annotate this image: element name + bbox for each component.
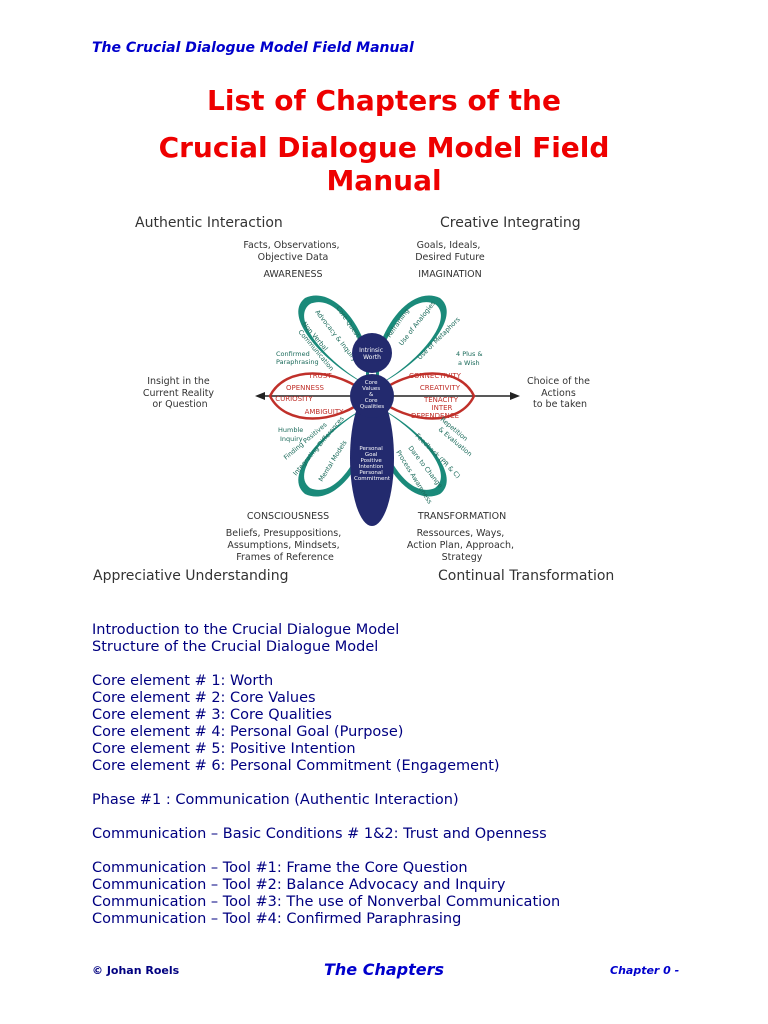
- core-worth: [352, 333, 392, 373]
- toc-item: Core element # 2: Core Values: [92, 690, 316, 706]
- label-transformation: TRANSFORMATION: [417, 511, 506, 522]
- tool-wish: a Wish: [458, 359, 480, 367]
- value-tenacity: TENACITY: [423, 396, 459, 404]
- core-body: [350, 390, 394, 526]
- tool-inquiry: Inquiry: [280, 435, 303, 443]
- title-line-2: Crucial Dialogue Model Field: [158, 131, 610, 164]
- value-ambiguity: AMBIGUITY: [305, 408, 345, 416]
- toc-item: Core element # 4: Personal Goal (Purpose…: [92, 724, 404, 740]
- value-trust: TRUST: [308, 372, 333, 380]
- value-connectivity: CONNECTIVITY: [409, 372, 462, 380]
- wing-bottom-right: [376, 406, 447, 497]
- toc-item: Core element # 6: Personal Commitment (E…: [92, 758, 500, 774]
- note-resources: Ressources, Ways, Action Plan, Approach,…: [407, 528, 517, 563]
- toc-item: Structure of the Crucial Dialogue Model: [92, 639, 379, 655]
- chapter-list: Introduction to the Crucial Dialogue Mod…: [92, 622, 560, 928]
- note-facts: Facts, Observations, Objective Data: [243, 240, 342, 263]
- note-insight: Insight in the Current Reality or Questi…: [143, 376, 217, 410]
- toc-spacer: [92, 656, 560, 673]
- toc-item: Communication – Tool #3: The use of Nonv…: [92, 894, 561, 910]
- value-inter: INTER: [432, 404, 453, 412]
- wing-top-right: [376, 295, 447, 386]
- toc-item: Communication – Tool #4: Confirmed Parap…: [92, 911, 462, 927]
- core-goal-label: Personal Goal Positive Intention Persona…: [354, 446, 391, 482]
- toc-item: Core element # 3: Core Qualities: [92, 707, 332, 723]
- axis-arrow-right: [510, 392, 520, 400]
- red-loop-left: [268, 372, 372, 420]
- label-awareness: AWARENESS: [263, 269, 322, 280]
- toc-item: Communication – Basic Conditions # 1&2: …: [92, 826, 547, 842]
- toc-spacer: [92, 809, 560, 826]
- toc-spacer: [92, 775, 560, 792]
- tool-paraphrasing: Paraphrasing: [276, 358, 319, 366]
- tool-4plus: 4 Plus &: [456, 350, 483, 358]
- page-title: List of Chapters of the Crucial Dialogue…: [0, 84, 768, 197]
- toc-item: Communication – Tool #2: Balance Advocac…: [92, 877, 506, 893]
- label-consciousness: CONSCIOUSNESS: [247, 511, 329, 522]
- quadrant-top-left: Authentic Interaction: [135, 215, 283, 231]
- core-values: [350, 374, 394, 418]
- quadrant-bottom-left: Appreciative Understanding: [93, 568, 288, 584]
- note-choice: Choice of the Actions to be taken: [527, 376, 593, 410]
- footer-chapter: Chapter 0 -: [610, 964, 680, 977]
- tool-humble: Humble: [278, 426, 303, 434]
- footer-section: The Chapters: [323, 960, 445, 979]
- toc-item: Introduction to the Crucial Dialogue Mod…: [92, 622, 400, 638]
- toc-item: Communication – Tool #1: Frame the Core …: [92, 860, 468, 876]
- note-beliefs: Beliefs, Presuppositions, Assumptions, M…: [226, 528, 345, 563]
- title-line-1: List of Chapters of the: [207, 84, 561, 117]
- core-worth-label: Intrinsic Worth: [359, 347, 385, 361]
- label-imagination: IMAGINATION: [418, 269, 482, 280]
- footer-author: © Johan Roels: [92, 964, 180, 977]
- value-openness: OPENNESS: [286, 384, 324, 392]
- core-values-label: Core Values & Core Qualities: [360, 380, 384, 410]
- toc-item: Core element # 5: Positive Intention: [92, 741, 356, 757]
- value-creativity: CREATIVITY: [420, 384, 461, 392]
- value-curiosity: CURIOSITY: [275, 395, 313, 403]
- wing-top-left: [298, 295, 369, 386]
- value-dependence: DEPENDENCE: [411, 412, 459, 420]
- axis-arrow-left: [255, 392, 265, 400]
- quadrant-bottom-right: Continual Transformation: [438, 568, 614, 584]
- toc-item: Core element # 1: Worth: [92, 673, 274, 689]
- note-goals: Goals, Ideals, Desired Future: [415, 240, 485, 263]
- wing-bottom-left: [298, 406, 369, 497]
- toc-item: Phase #1 : Communication (Authentic Inte…: [92, 792, 459, 808]
- red-loop-right: [372, 372, 476, 420]
- tool-confirmed: Confirmed: [276, 350, 310, 358]
- toc-spacer: [92, 843, 560, 860]
- crucial-dialogue-diagram: Authentic Interaction Creative Integrati…: [93, 215, 614, 584]
- title-line-3: Manual: [326, 164, 442, 197]
- quadrant-top-right: Creative Integrating: [440, 215, 581, 231]
- running-header: The Crucial Dialogue Model Field Manual: [92, 40, 414, 56]
